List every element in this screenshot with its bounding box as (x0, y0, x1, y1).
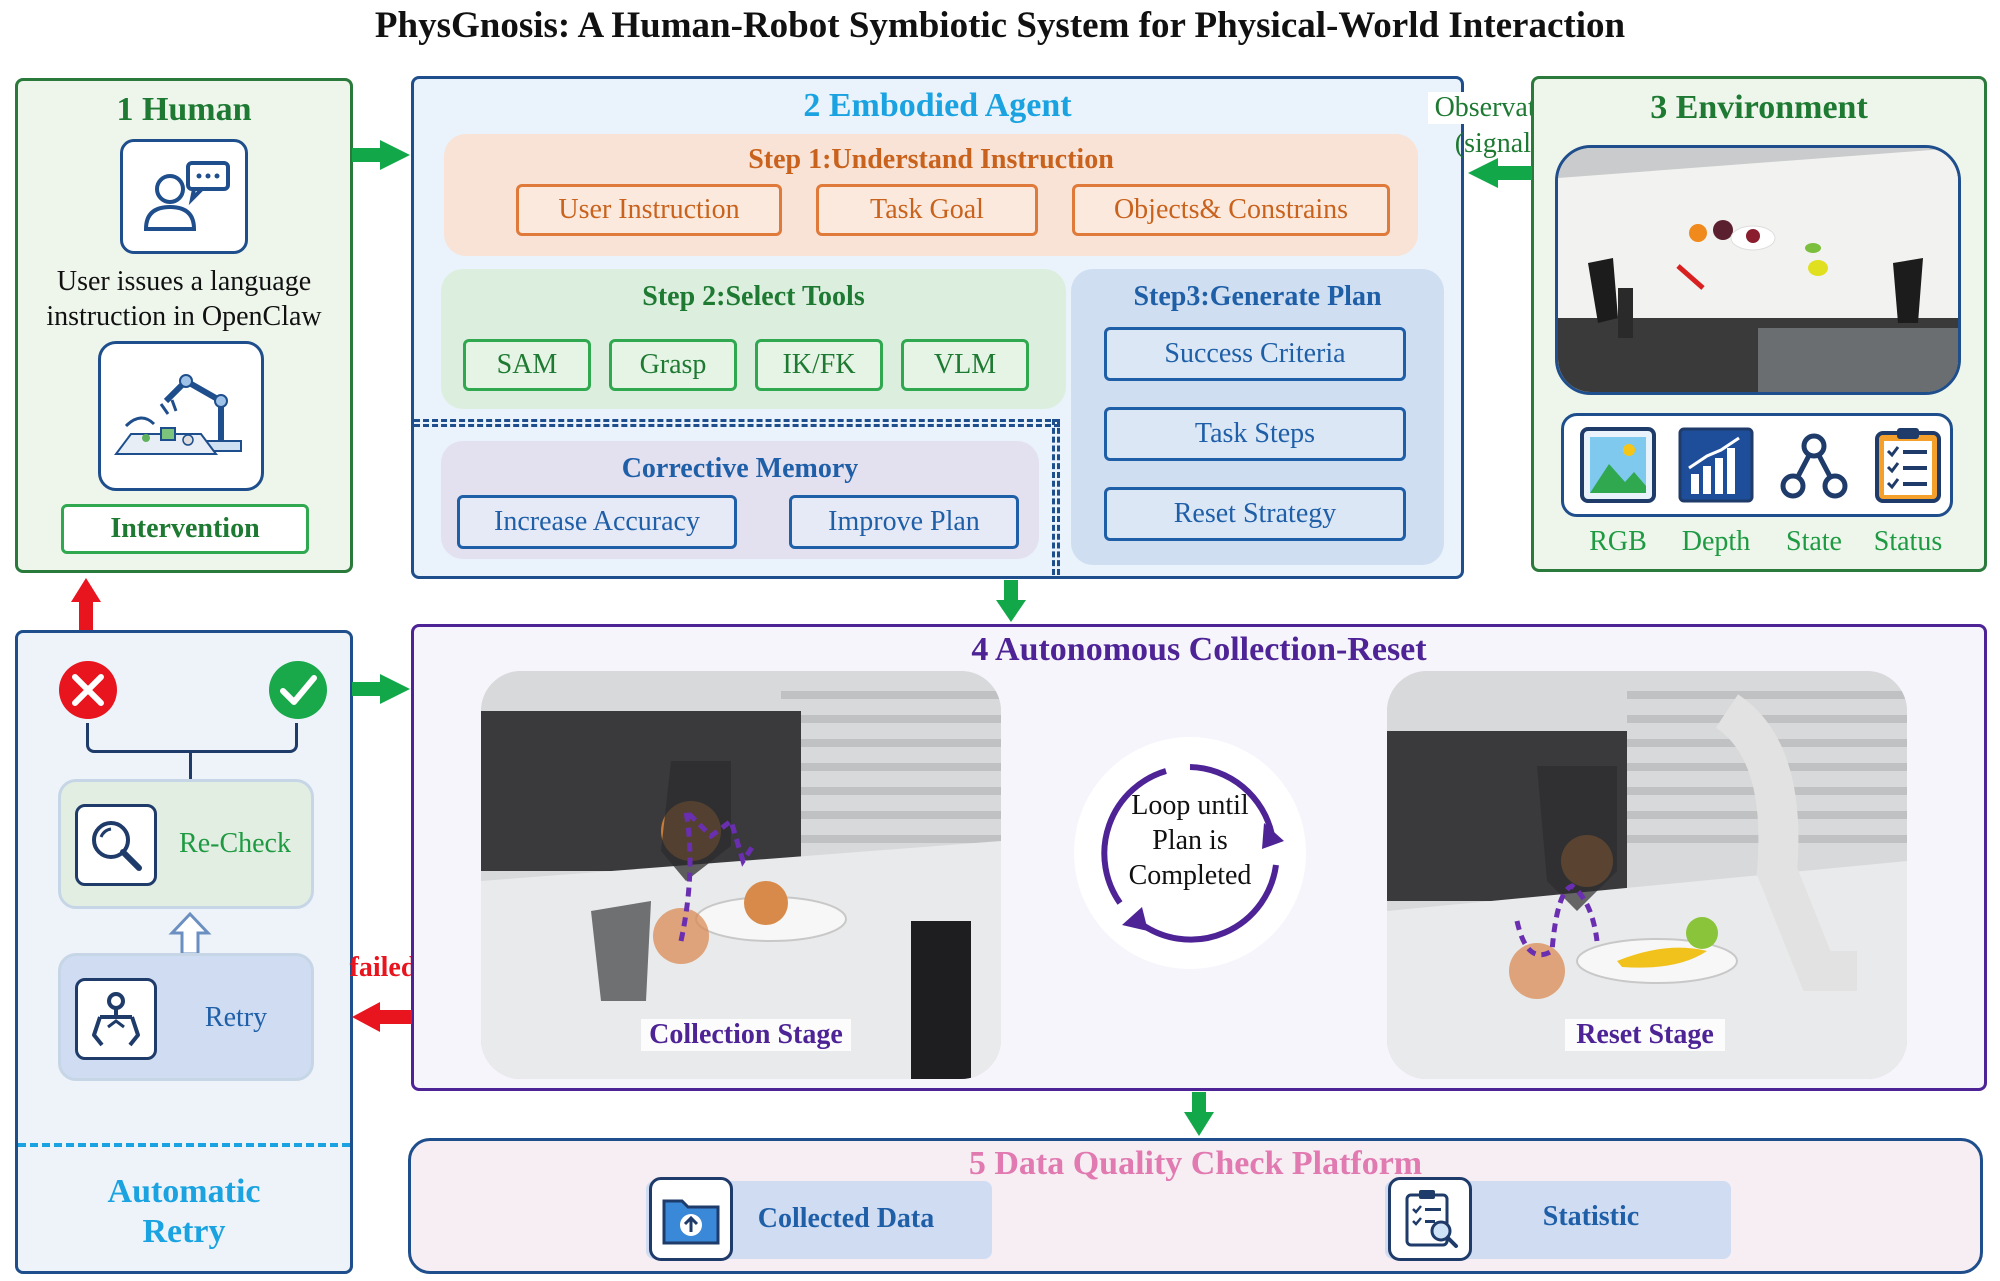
arrow-environment-to-agent (1468, 158, 1532, 188)
collection-stage-image: Collection Stage (481, 671, 1001, 1079)
intervention-button[interactable]: Intervention (61, 504, 309, 554)
recheck-label: Re-Check (179, 828, 291, 859)
folder-upload-icon (649, 1177, 733, 1261)
task-steps-chip[interactable]: Task Steps (1104, 407, 1406, 461)
corrective-memory-panel: Corrective Memory Increase Accuracy Impr… (441, 441, 1039, 559)
agent-title: 2 Embodied Agent (803, 87, 1072, 124)
human-panel: 1 Human User issues a language instructi… (15, 78, 353, 573)
success-criteria-chip[interactable]: Success Criteria (1104, 327, 1406, 381)
arrow-collection-to-quality (1184, 1092, 1214, 1136)
rgb-image-icon (1576, 423, 1660, 507)
human-title: 1 Human (116, 91, 252, 128)
retry-label: Retry (204, 1002, 268, 1033)
sam-tool-chip[interactable]: SAM (463, 339, 591, 391)
success-check-icon (266, 658, 330, 722)
statistic-label: Statistic (1542, 1201, 1640, 1232)
robot-arm-icon (98, 341, 264, 491)
collection-reset-panel: 4 Autonomous Collection-Reset Collection… (411, 624, 1987, 1091)
improve-plan-chip[interactable]: Improve Plan (789, 495, 1019, 549)
user-instruction-chip[interactable]: User Instruction (516, 184, 782, 236)
signal-label-depth: Depth (1681, 526, 1751, 557)
depth-chart-icon (1674, 423, 1758, 507)
reset-stage-label: Reset Stage (1565, 1019, 1725, 1051)
collection-reset-title: 4 Autonomous Collection-Reset (971, 631, 1427, 668)
task-goal-chip[interactable]: Task Goal (816, 184, 1038, 236)
ikfk-tool-chip[interactable]: IK/FK (755, 339, 883, 391)
loop-background (1074, 737, 1306, 969)
arrow-failed-to-retry (352, 1002, 412, 1032)
data-quality-panel: 5 Data Quality Check Platform Collected … (408, 1138, 1983, 1274)
human-desc-line2: instruction in OpenClaw (46, 301, 322, 332)
arrow-agent-to-collection (996, 580, 1026, 622)
vlm-tool-chip[interactable]: VLM (901, 339, 1029, 391)
step3-panel: Step3:Generate Plan Success Criteria Tas… (1071, 269, 1444, 565)
arrow-human-to-agent (352, 140, 410, 170)
loop-text-line2: Plan is (1152, 825, 1228, 856)
signal-label-state: State (1786, 526, 1842, 557)
reset-stage-image: Reset Stage (1387, 671, 1907, 1079)
data-quality-title: 5 Data Quality Check Platform (968, 1145, 1423, 1182)
step3-title: Step3:Generate Plan (1133, 281, 1382, 312)
agent-panel: 2 Embodied Agent Step 1:Understand Instr… (411, 76, 1464, 579)
result-bracket-stem (189, 753, 192, 779)
automatic-retry-title-line1: Automatic (107, 1173, 261, 1210)
step1-title: Step 1:Understand Instruction (748, 144, 1114, 175)
step1-panel: Step 1:Understand Instruction User Instr… (444, 134, 1418, 256)
state-graph-icon (1772, 423, 1856, 507)
automatic-retry-title-line2: Retry (142, 1213, 226, 1250)
retry-box[interactable]: Retry (58, 953, 314, 1081)
signal-label-status: Status (1873, 526, 1943, 557)
corrective-memory-title: Corrective Memory (621, 453, 859, 484)
environment-title: 3 Environment (1650, 89, 1868, 126)
memory-dashed-border-top (414, 419, 1060, 427)
arrow-retry-to-collection (352, 674, 410, 704)
environment-panel: 3 Environment (1531, 76, 1987, 572)
gripper-icon (75, 978, 157, 1060)
result-bracket (86, 723, 298, 753)
failed-label: failed (349, 952, 417, 983)
human-desc-line1: User issues a language (56, 266, 312, 297)
clipboard-search-icon (1388, 1177, 1472, 1261)
collection-stage-label: Collection Stage (641, 1019, 851, 1051)
arrow-retry-to-human (71, 578, 101, 630)
reset-strategy-chip[interactable]: Reset Strategy (1104, 487, 1406, 541)
increase-accuracy-chip[interactable]: Increase Accuracy (457, 495, 737, 549)
loop-cycle-icon (1082, 745, 1298, 961)
loop-text-line3: Completed (1128, 860, 1252, 891)
page-title: PhysGnosis: A Human-Robot Symbiotic Syst… (374, 5, 1626, 46)
retry-dashed-divider (18, 1143, 350, 1147)
memory-dashed-border-right (1052, 419, 1060, 575)
signal-label-rgb: RGB (1589, 526, 1647, 557)
objects-constrains-chip[interactable]: Objects& Constrains (1072, 184, 1390, 236)
step2-title: Step 2:Select Tools (642, 281, 865, 312)
step2-panel: Step 2:Select Tools SAM Grasp IK/FK VLM (441, 269, 1066, 409)
user-chat-icon (120, 139, 248, 254)
loop-text-line1: Loop until (1131, 790, 1249, 821)
fail-x-icon (56, 658, 120, 722)
collected-data-label: Collected Data (757, 1203, 935, 1234)
grasp-tool-chip[interactable]: Grasp (609, 339, 737, 391)
automatic-retry-panel: Re-Check Retry Automatic Retry (15, 630, 353, 1274)
magnifier-icon (75, 804, 157, 886)
status-checklist-icon (1866, 423, 1950, 507)
recheck-box[interactable]: Re-Check (58, 779, 314, 909)
environment-camera-image (1555, 145, 1961, 395)
